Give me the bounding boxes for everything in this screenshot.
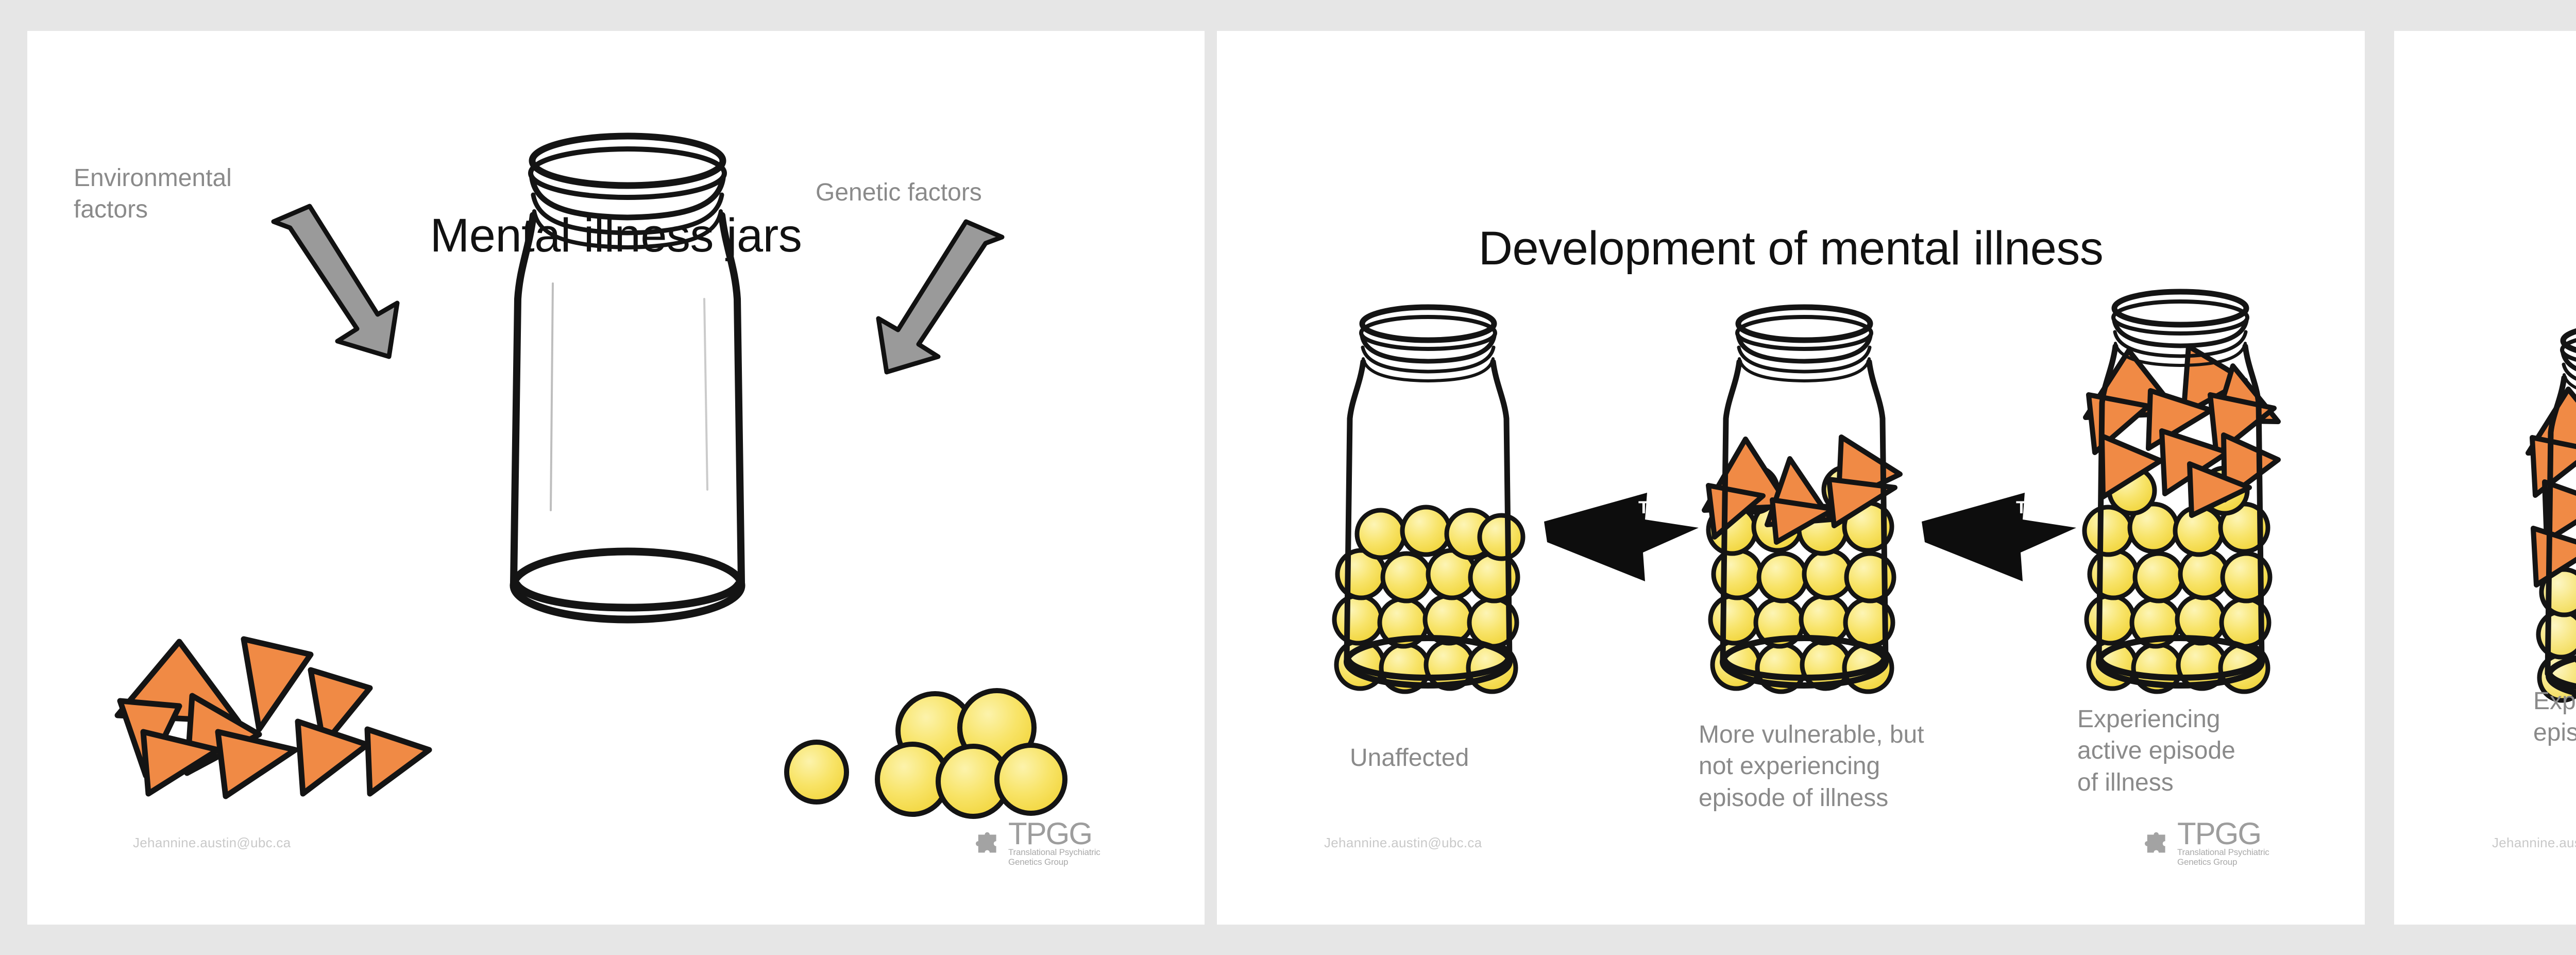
contact-email[interactable]: Jehannine.austin@ubc.ca [1324,835,1482,850]
environmental-factors-label: Environmental factors [74,164,232,224]
time-arrow-1-icon [1544,493,1699,581]
genetic-factors-label: Genetic factors [816,179,982,206]
time-arrow-2-label: TIME [2016,498,2060,517]
slide-mental-illness-jars[interactable]: Mental illness jars Environmental factor… [27,31,1205,925]
tpgg-logo: TPGG Translational Psychiatric Genetics … [2144,818,2269,867]
down-left-arrow-icon [876,219,1005,375]
jar-active-episode [2082,289,2281,694]
orange-triangles-pile [114,636,432,799]
contact-email[interactable]: Jehannine.austin@ubc.ca [133,835,291,850]
tpgg-subtitle: Translational Psychiatric Genetics Group [2177,847,2269,867]
time-arrow-2-icon [1922,493,2076,581]
contact-email[interactable]: Jehannine.austin@ubc.ca [2492,835,2576,850]
slide-recovery-from-mental-illness[interactable]: Recovery from mental illness [2394,31,2576,925]
tpgg-wordmark: TPGG [2177,816,2262,851]
caption-active-episode: Experiencing an active episode of illnes… [2533,688,2576,747]
caption-more-vulnerable: More vulnerable, but not experiencing ep… [1699,721,1924,812]
tpgg-subtitle: Translational Psychiatric Genetics Group [1008,847,1100,867]
puzzle-piece-icon [975,832,996,853]
tpgg-wordmark: TPGG [1008,816,1093,851]
page-title: Recovery from mental illness [2394,191,2576,247]
page-title: Development of mental illness [1478,222,2104,275]
down-right-arrow-icon [271,204,400,359]
jar-active-episode [2526,328,2576,703]
yellow-circles-group [784,688,1067,819]
slide-development-of-mental-illness[interactable]: Development of mental illness [1217,31,2365,925]
caption-unaffected: Unaffected [1350,744,1469,772]
puzzle-piece-icon [2144,832,2165,853]
caption-active-episode: Experiencing active episode of illness [2077,706,2235,796]
jar-more-vulnerable [1702,304,1903,694]
time-arrow-1-label: TIME [1638,498,1683,517]
tpgg-logo: TPGG Translational Psychiatric Genetics … [975,818,1100,867]
empty-jar-illustration [510,132,745,624]
jar-unaffected [1332,304,1526,694]
